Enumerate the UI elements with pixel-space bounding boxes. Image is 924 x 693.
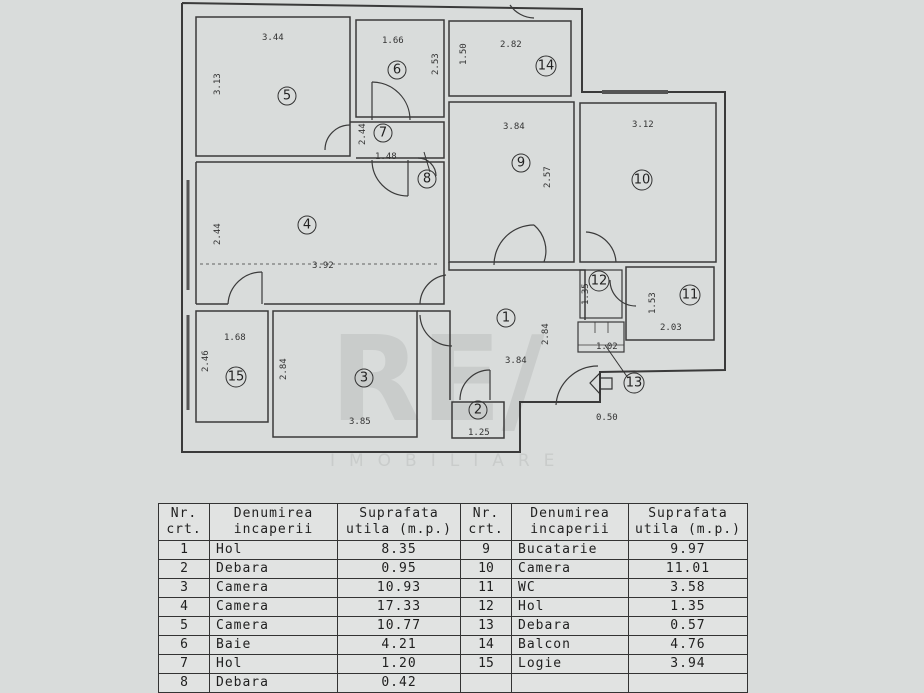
svg-text:2.84: 2.84 <box>279 358 289 380</box>
svg-text:5: 5 <box>283 89 291 104</box>
room-marker-5 <box>277 86 297 106</box>
dimension-labels: 3.44 3.13 1.66 2.53 2.82 1.50 1.48 2.44 … <box>201 33 682 438</box>
svg-text:2.44: 2.44 <box>358 123 368 145</box>
svg-text:2.57: 2.57 <box>543 166 553 188</box>
room-marker-6 <box>387 60 407 80</box>
svg-text:1.68: 1.68 <box>224 333 246 343</box>
svg-text:1.66: 1.66 <box>382 36 404 46</box>
watermark-subtitle: IMOBILIARE <box>330 451 568 471</box>
room-marker-2 <box>468 400 488 420</box>
room-marker-3 <box>354 368 374 388</box>
room-marker-15 <box>225 366 247 388</box>
room-marker-4 <box>297 215 317 235</box>
svg-text:1.35: 1.35 <box>581 283 591 305</box>
table-row: 3 Camera 10.93 11 WC 3.58 <box>158 578 748 598</box>
svg-text:8: 8 <box>423 172 431 187</box>
svg-text:1.53: 1.53 <box>648 292 658 314</box>
svg-text:3.13: 3.13 <box>213 73 223 95</box>
callout-line-8 <box>423 151 431 173</box>
svg-text:3.85: 3.85 <box>349 417 371 427</box>
svg-text:2.46: 2.46 <box>201 350 211 372</box>
svg-text:3.92: 3.92 <box>312 261 334 271</box>
room-marker-8 <box>417 169 437 189</box>
svg-text:9: 9 <box>517 156 525 171</box>
table-row: 6 Baie 4.21 14 Balcon 4.76 <box>158 635 748 655</box>
svg-text:2.44: 2.44 <box>213 223 223 245</box>
svg-text:13: 13 <box>626 376 643 391</box>
room-marker-13 <box>623 372 645 394</box>
header-nr-2: Nr.crt. <box>460 503 512 541</box>
svg-text:2.82: 2.82 <box>500 40 522 50</box>
room-number-labels: 1 2 3 4 5 6 7 8 9 10 11 12 13 14 15 <box>228 59 699 418</box>
svg-text:3.44: 3.44 <box>262 33 284 43</box>
room-marker-12 <box>588 270 610 292</box>
room-marker-7 <box>373 123 393 143</box>
svg-text:2.84: 2.84 <box>541 323 551 345</box>
entrance-arrow-icon <box>589 371 613 396</box>
table-row: 2 Debara 0.95 10 Camera 11.01 <box>158 559 748 579</box>
svg-text:2.53: 2.53 <box>431 53 441 75</box>
room-marker-11 <box>679 284 701 306</box>
svg-text:1.25: 1.25 <box>468 428 490 438</box>
svg-text:3.84: 3.84 <box>503 122 525 132</box>
svg-text:14: 14 <box>538 59 555 74</box>
table-row: 5 Camera 10.77 13 Debara 0.57 <box>158 616 748 636</box>
svg-text:6: 6 <box>393 63 401 78</box>
svg-text:4: 4 <box>303 218 311 233</box>
walls <box>181 2 726 453</box>
watermark-logo: RE/ <box>330 310 545 448</box>
svg-text:15: 15 <box>228 370 245 385</box>
room-marker-10 <box>631 169 653 191</box>
table-row: 8 Debara 0.42 <box>158 673 748 693</box>
room-number-markers <box>225 55 701 420</box>
table-row: 4 Camera 17.33 12 Hol 1.35 <box>158 597 748 617</box>
svg-text:3.84: 3.84 <box>505 356 527 366</box>
floor-plan: RE/ IMOBILIARE <box>181 2 726 471</box>
svg-text:7: 7 <box>379 126 387 141</box>
svg-text:2: 2 <box>474 403 482 418</box>
room-marker-9 <box>511 153 531 173</box>
header-nr: Nr.crt. <box>158 503 210 541</box>
svg-text:12: 12 <box>591 274 608 289</box>
svg-text:2.03: 2.03 <box>660 323 682 333</box>
svg-text:1.02: 1.02 <box>596 342 618 352</box>
svg-text:3.12: 3.12 <box>632 120 654 130</box>
svg-text:1.50: 1.50 <box>459 43 469 65</box>
table-row: 7 Hol 1.20 15 Logie 3.94 <box>158 654 748 674</box>
room-marker-1 <box>496 308 516 328</box>
svg-text:11: 11 <box>682 288 699 303</box>
room-marker-14 <box>535 55 557 77</box>
svg-text:1.48: 1.48 <box>375 152 397 162</box>
callout-line-13 <box>604 344 629 379</box>
svg-text:10: 10 <box>634 173 651 188</box>
table-row: 1 Hol 8.35 9 Bucatarie 9.97 <box>158 540 748 560</box>
svg-text:1: 1 <box>502 311 510 326</box>
svg-text:0.50: 0.50 <box>596 413 618 423</box>
svg-text:3: 3 <box>360 371 368 386</box>
door-swings <box>227 4 637 406</box>
